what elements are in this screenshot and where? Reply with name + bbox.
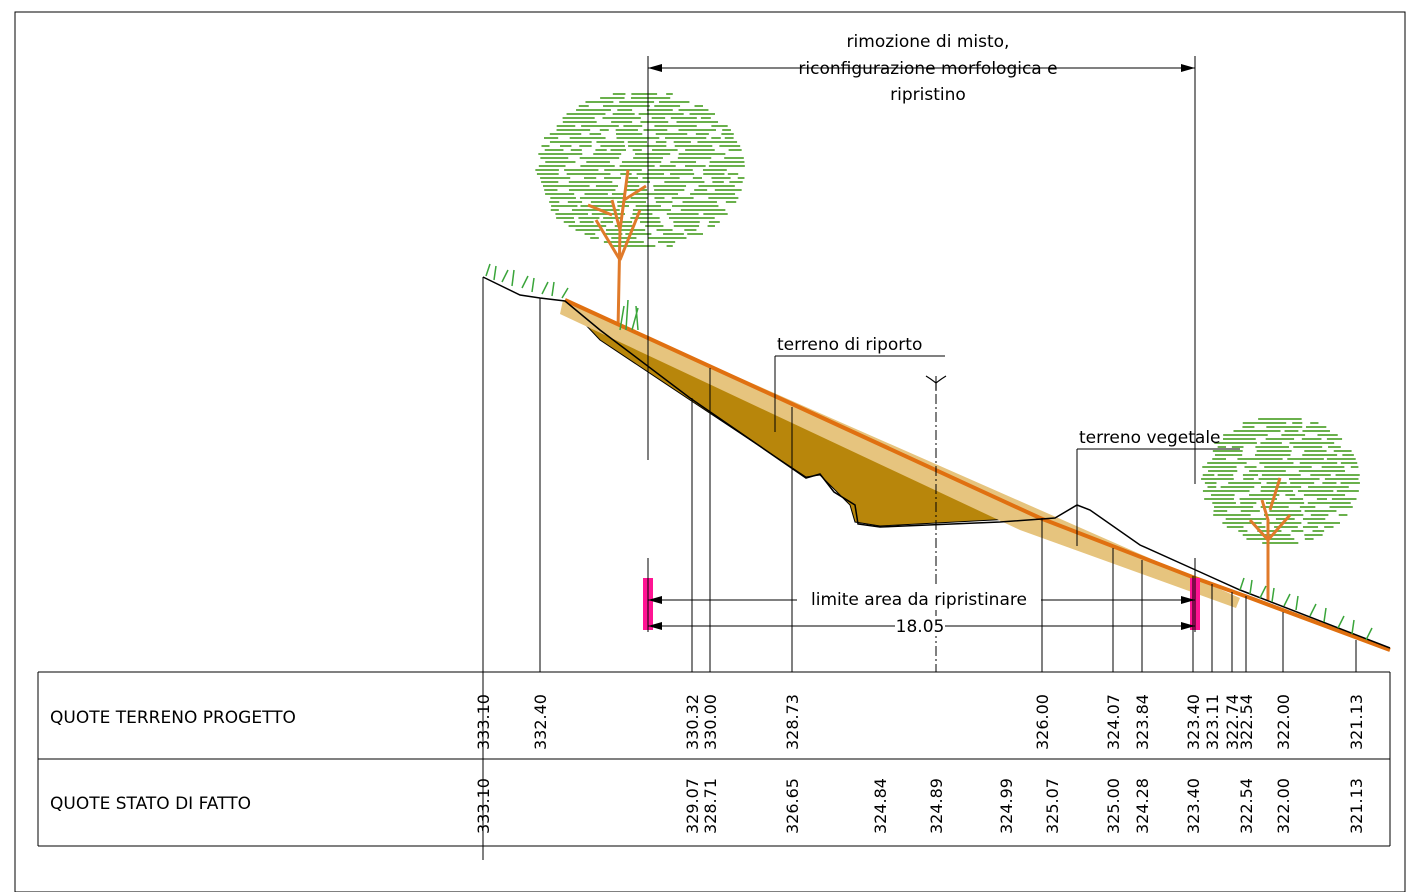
quota-stato-value: 333.10 [474, 778, 493, 834]
quota-progetto-value: 328.73 [783, 694, 802, 750]
quota-progetto-value: 324.07 [1104, 694, 1123, 750]
drawing-border [14, 11, 1406, 892]
quota-progetto-value: 323.40 [1184, 694, 1203, 750]
quota-stato-value: 322.00 [1274, 778, 1293, 834]
tree-icon [1201, 418, 1360, 600]
quota-progetto-value: 323.11 [1203, 694, 1222, 750]
quota-progetto-value: 332.40 [531, 694, 550, 750]
grass-icon [485, 263, 1373, 641]
quota-stato-value: 323.40 [1184, 778, 1203, 834]
quota-stato-value: 324.28 [1133, 778, 1152, 834]
quota-stato-value: 321.13 [1347, 778, 1366, 834]
quota-stato-value: 325.07 [1043, 778, 1062, 834]
rimozione-dimension [647, 56, 1196, 484]
axis-symbol-icon [925, 375, 947, 390]
quote-table [37, 671, 1391, 860]
quota-stato-value: 322.54 [1237, 778, 1256, 834]
quota-progetto-value: 333.10 [474, 694, 493, 750]
quota-stato-value: 324.99 [997, 778, 1016, 834]
quota-stato-value: 324.84 [871, 778, 890, 834]
quota-stato-value: 329.07 [683, 778, 702, 834]
terreno-riporto-leader [774, 355, 945, 432]
existing-terrain-line [482, 276, 1391, 649]
quota-stato-value: 324.89 [927, 778, 946, 834]
limite-label: limite area da ripristinare [811, 590, 1027, 610]
terreno-vegetale-leader [1076, 448, 1240, 546]
quota-progetto-value: 322.00 [1274, 694, 1293, 750]
quota-progetto-value: 321.13 [1347, 694, 1366, 750]
quota-progetto-value: 323.84 [1133, 694, 1152, 750]
quota-progetto-value: 326.00 [1033, 694, 1052, 750]
quota-progetto-value: 322.74 [1223, 694, 1242, 750]
quota-progetto-value: 322.54 [1237, 694, 1256, 750]
quota-stato-value: 325.00 [1104, 778, 1123, 834]
quota-stato-value: 328.71 [701, 778, 720, 834]
width-dimension-label: 18.05 [896, 617, 945, 637]
terreno-vegetale-label: terreno vegetale [1079, 428, 1221, 448]
rimozione-label-line2: riconfigurazione morfologica e [798, 59, 1057, 79]
rimozione-label-line3: ripristino [890, 85, 966, 105]
rimozione-label-line1: rimozione di misto, [847, 32, 1010, 52]
row-label-progetto: QUOTE TERRENO PROGETTO [50, 708, 296, 728]
tree-icon [535, 93, 745, 331]
row-label-stato: QUOTE STATO DI FATTO [50, 794, 251, 814]
quota-progetto-value: 330.00 [701, 694, 720, 750]
terreno-riporto-label: terreno di riporto [777, 335, 922, 355]
quota-stato-value: 326.65 [783, 778, 802, 834]
quota-progetto-value: 330.32 [683, 694, 702, 750]
station-lines [482, 277, 1357, 846]
